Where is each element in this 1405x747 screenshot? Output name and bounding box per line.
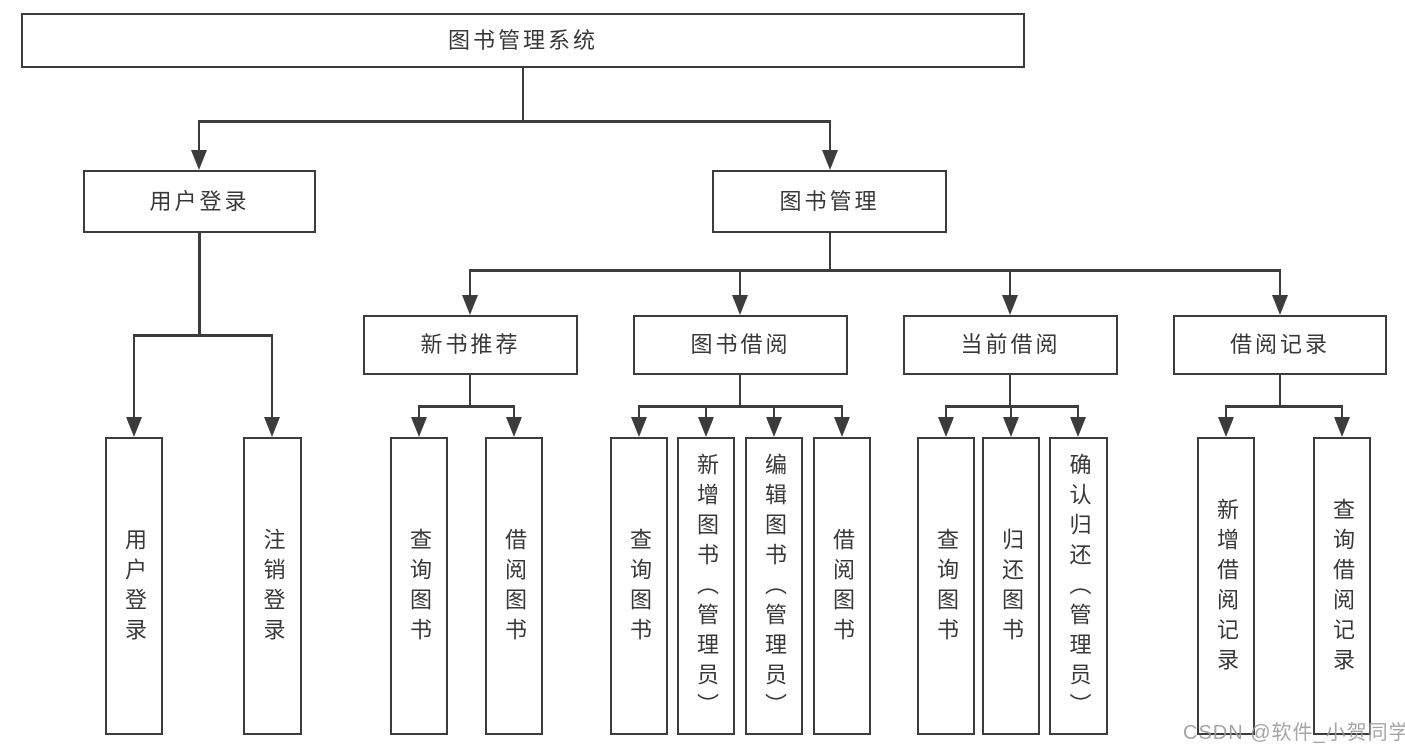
connector-user-login-stem (198, 232, 201, 335)
connector-drop-borrow-records (1278, 269, 1282, 297)
leaf-user-login: 用户登录 (105, 437, 163, 735)
arrow-down-icon (264, 417, 280, 437)
connector-drop-book-management (828, 120, 832, 152)
arrow-down-icon (766, 417, 782, 437)
arrow-down-icon (506, 417, 522, 437)
connector-drop-current-borrow (1008, 269, 1012, 297)
leaf-nbr-borrow-book: 借阅图书 (485, 437, 543, 735)
node-library-system: 图书管理系统 (21, 13, 1025, 68)
leaf-cb-query-book: 查询图书 (917, 437, 975, 735)
connector-drop-nbr-borrow (512, 405, 516, 419)
connector-drop-leaf-logout (270, 334, 274, 419)
connector-book-management-bar (468, 269, 1282, 272)
connector-root-stem (521, 67, 525, 121)
leaf-logout: 注销登录 (243, 437, 302, 735)
connector-book-borrow-stem (738, 374, 742, 407)
connector-borrow-records-stem (1278, 374, 1282, 407)
leaf-br-query-record: 查询借阅记录 (1313, 437, 1371, 735)
arrow-down-icon (191, 150, 207, 170)
node-borrow-records: 借阅记录 (1173, 315, 1387, 375)
connector-drop-nbr-query (417, 405, 421, 419)
arrow-down-icon (411, 417, 427, 437)
connector-new-book-recommend-stem (468, 374, 472, 407)
arrow-down-icon (631, 417, 647, 437)
arrow-down-icon (834, 417, 850, 437)
connector-drop-br-add (1224, 405, 1228, 419)
connector-new-book-recommend-bar (417, 405, 516, 408)
csdn-watermark: CSDN @软件_小贺同学 (1183, 722, 1405, 744)
connector-drop-br-query (1340, 405, 1344, 419)
arrow-down-icon (938, 417, 954, 437)
arrow-down-icon (126, 417, 142, 437)
leaf-br-add-record: 新增借阅记录 (1197, 437, 1255, 735)
connector-drop-bb-add (704, 405, 708, 419)
node-new-book-recommend: 新书推荐 (363, 315, 578, 375)
arrow-down-icon (1003, 417, 1019, 437)
arrow-down-icon (732, 295, 748, 315)
arrow-down-icon (1272, 295, 1288, 315)
arrow-down-icon (698, 417, 714, 437)
arrow-down-icon (1070, 417, 1086, 437)
leaf-cb-confirm-return: 确认归还（管理员） (1049, 437, 1108, 735)
arrow-down-icon (822, 150, 838, 170)
connector-current-borrow-stem (1008, 374, 1012, 407)
node-user-login: 用户登录 (83, 170, 316, 233)
leaf-cb-return-book: 归还图书 (982, 437, 1040, 735)
arrow-down-icon (462, 295, 478, 315)
node-book-borrow: 图书借阅 (633, 315, 848, 375)
connector-drop-bb-edit (772, 405, 776, 419)
arrow-down-icon (1002, 295, 1018, 315)
connector-drop-book-borrow (738, 269, 742, 297)
connector-drop-cb-return (1009, 405, 1013, 419)
leaf-bb-borrow-book: 借阅图书 (813, 437, 871, 735)
connector-borrow-records-bar (1224, 405, 1344, 408)
connector-drop-cb-query (944, 405, 948, 419)
leaf-bb-query-book: 查询图书 (610, 437, 668, 735)
node-current-borrow: 当前借阅 (903, 315, 1118, 375)
connector-book-management-stem (828, 232, 832, 270)
connector-drop-cb-confirm (1076, 405, 1080, 419)
connector-drop-leaf-user-login (132, 334, 136, 419)
connector-book-borrow-bar (637, 405, 844, 408)
leaf-bb-edit-book: 编辑图书（管理员） (745, 437, 803, 735)
node-book-management: 图书管理 (712, 170, 947, 233)
leaf-bb-add-book: 新增图书（管理员） (677, 437, 735, 735)
connector-drop-bb-query (637, 405, 641, 419)
connector-drop-new-book-recommend (468, 269, 472, 297)
leaf-nbr-query-book: 查询图书 (390, 437, 448, 735)
connector-user-login-bar (132, 334, 274, 337)
connector-drop-bb-borrow (840, 405, 844, 419)
connector-root-bar (197, 120, 832, 123)
arrow-down-icon (1218, 417, 1234, 437)
connector-drop-user-login (197, 120, 201, 152)
arrow-down-icon (1334, 417, 1350, 437)
